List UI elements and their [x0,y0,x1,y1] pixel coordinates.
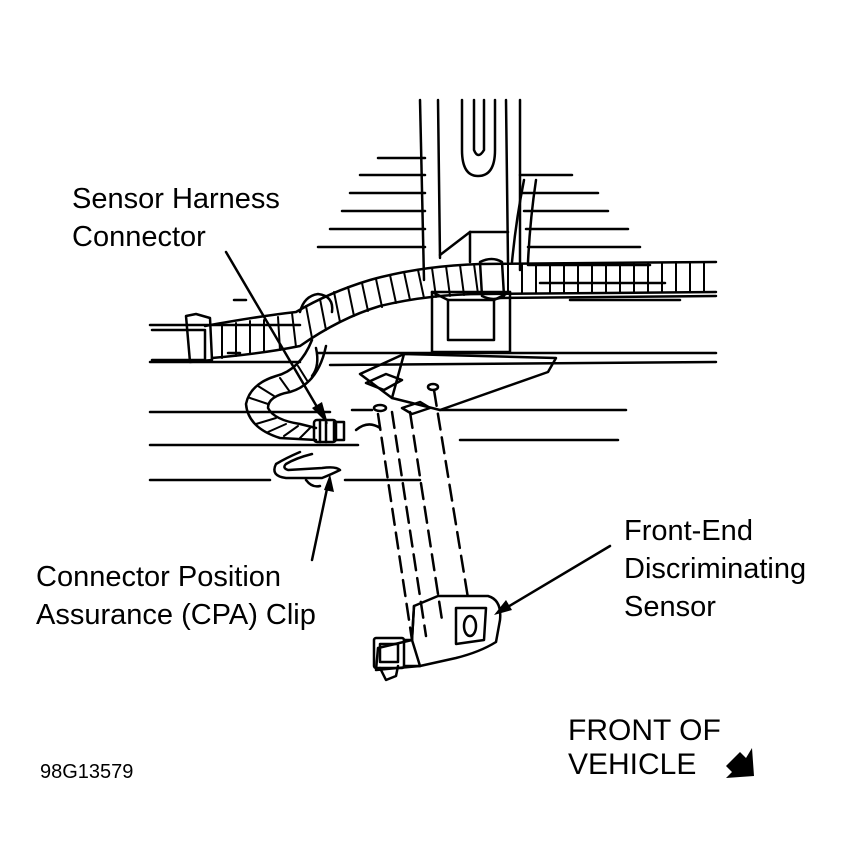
cpa-clip-shape [273,450,342,488]
label-front-of-vehicle: FRONT OF VEHICLE [568,714,721,782]
label-line: VEHICLE [568,748,697,781]
label-line: Front-End [624,515,753,547]
label-sensor-harness-connector: Sensor Harness Connector [72,180,280,256]
label-line: Connector Position [36,561,282,593]
figure-id: 98G13579 [40,761,134,783]
leader-arrowheads [312,402,512,615]
wiring-harness [150,178,718,442]
discriminating-sensor-shape [372,594,502,682]
mounting-studs [354,372,440,432]
mounting-plate [358,352,558,412]
frame-rails [148,294,718,482]
label-front-end-sensor: Front-End Discriminating Sensor [624,512,806,626]
label-cpa-clip: Connector Position Assurance (CPA) Clip [36,558,316,634]
label-line: Assurance (CPA) Clip [36,599,316,631]
label-line: Connector [72,221,206,253]
square-bracket [430,290,512,354]
assembly-dashed-lines [376,388,470,642]
label-line: Sensor Harness [72,183,280,215]
label-line: Discriminating [624,553,807,585]
label-line: Sensor [624,591,716,623]
harness-connector [312,418,346,444]
front-direction-arrow [726,748,754,778]
vertical-pillar [418,98,522,282]
frame-hatch-upper [316,156,682,302]
leader-lines [224,250,612,610]
label-line: FRONT OF [568,714,721,747]
